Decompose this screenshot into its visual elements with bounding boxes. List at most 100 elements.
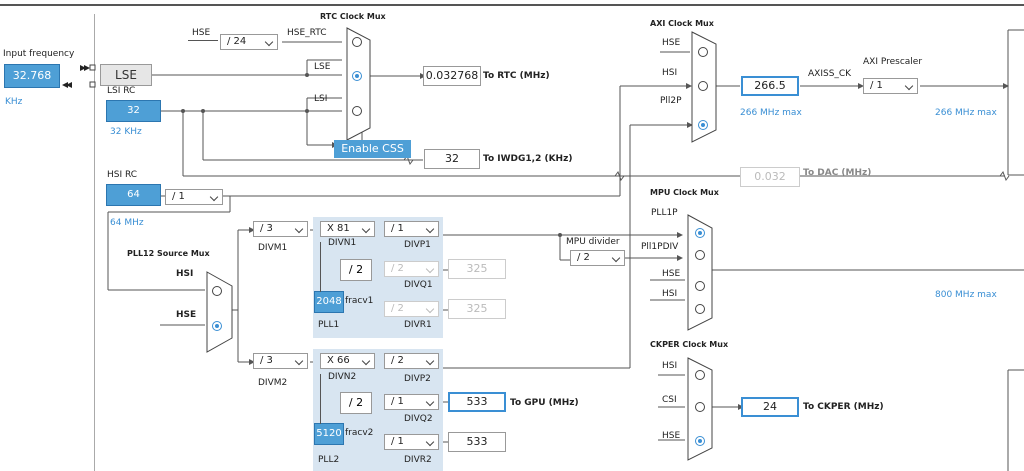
axi-pll2p-label: Pll2P [660,96,682,106]
pll1-q-value[interactable]: 325 [448,259,506,279]
gpu-output-value[interactable]: 533 [448,392,506,412]
mpu-radio-pll1p[interactable] [695,228,705,238]
pll1-divr-label: DIVR1 [404,320,432,330]
ckper-output-value[interactable]: 24 [741,397,799,417]
hsi-value[interactable]: 64 [106,184,161,206]
mpu-radio-hsi[interactable] [695,304,705,314]
pll2-divn-label: DIVN2 [328,372,357,382]
pll2-frac-value[interactable]: 5120 [314,423,344,445]
pll2-divp-select[interactable]: / 2 [384,353,439,369]
pll2-divm-label: DIVM2 [258,378,288,388]
pll1-vline [320,242,321,292]
canvas-border [0,4,1024,471]
pll2-frac-label: fracv2 [345,428,374,438]
pll1-panel [313,217,443,338]
ckper-hsi-label: HSI [662,361,678,371]
axi-radio-pll2p[interactable] [698,120,708,130]
input-frequency-title: Input frequency [3,49,75,59]
dac-value[interactable]: 0.032 [740,167,800,187]
rtc-hse-label: HSE [192,28,211,38]
ckper-csi-label: CSI [662,395,677,405]
pll1-divp-select[interactable]: / 1 [384,221,439,237]
pll1-divn-select[interactable]: X 81 [320,221,375,237]
ckper-radio-hse[interactable] [695,436,705,446]
pll1-divq-label: DIVQ1 [404,280,433,290]
canvas-left-border [94,14,95,471]
pll2-divm-select[interactable]: / 3 [253,353,308,369]
pll2-divn-select[interactable]: X 66 [320,353,375,369]
mpu-max-label: 800 MHz max [935,290,997,300]
ckper-output-label: To CKPER (MHz) [803,402,884,412]
ckper-radio-csi[interactable] [695,402,705,412]
enable-css-button[interactable]: Enable CSS [334,140,411,158]
pll2-divq-label: DIVQ2 [404,414,433,424]
pll1-r-value[interactable]: 325 [448,299,506,319]
mpu-hsi-label: HSI [662,289,678,299]
pll12-hsi-label: HSI [176,269,194,279]
lsi-sub: 32 KHz [110,127,142,137]
pll2-name: PLL2 [318,455,340,465]
pll1-frac-div[interactable]: / 2 [340,259,372,281]
mpu-radio-hse[interactable] [695,281,705,291]
axi-prescaler-select[interactable]: / 1 [863,78,918,94]
gpu-output-label: To GPU (MHz) [510,398,579,408]
pll1-divn-label: DIVN1 [328,238,357,248]
rtc-lse-label: LSE [314,62,331,72]
pll12-radio-hse[interactable] [212,321,222,331]
pll1-frac-value[interactable]: 2048 [314,291,344,313]
pll1-divq-select[interactable]: / 2 [384,261,439,277]
axi-radio-hse[interactable] [698,47,708,57]
pll2-r-value[interactable]: 533 [448,432,506,452]
pll2-frac-div[interactable]: / 2 [340,392,372,414]
input-frequency-unit: KHz [5,97,23,107]
pll2-divq-select[interactable]: / 1 [384,394,439,410]
pll1-divm-label: DIVM1 [258,243,288,253]
axi-hse-label: HSE [662,38,681,48]
mpu-hse-label: HSE [662,269,681,279]
axi-max-label: 266 MHz max [740,108,802,118]
rtc-output-label: To RTC (MHz) [483,71,550,81]
mpu-radio-pll1pdiv[interactable] [695,250,705,260]
rtc-radio-lse[interactable] [352,71,362,81]
pll2-divr-label: DIVR2 [404,455,432,465]
rtc-hse-line [188,40,218,41]
pll12-radio-hsi[interactable] [212,286,222,296]
axi-output-value[interactable]: 266.5 [741,76,799,96]
mpu-pll1p-label: PLL1P [651,208,678,218]
ckper-hse-label: HSE [662,431,681,441]
rtc-radio-lsi[interactable] [352,106,362,116]
axi-mux-title: AXI Clock Mux [650,19,714,28]
pll2-divr-select[interactable]: / 1 [384,434,439,450]
axi-max2-label: 266 MHz max [935,108,997,118]
pll1-frac-label: fracv1 [345,296,374,306]
rtc-lsi-label: LSI [314,94,328,104]
rtc-radio-hse[interactable] [352,37,362,47]
mpu-mux-title: MPU Clock Mux [650,188,719,197]
pll1-divp-label: DIVP1 [404,240,431,250]
input-frequency-value[interactable]: 32.768 [4,64,60,88]
pll2-vline [320,374,321,424]
lse-box[interactable]: LSE [100,64,152,86]
pll1-name: PLL1 [318,320,340,330]
lsi-value[interactable]: 32 [106,100,161,122]
pll12-hse-label: HSE [176,310,197,320]
iwdg-value[interactable]: 32 [424,149,480,169]
rtc-hse-divider-select[interactable]: / 24 [220,34,278,50]
hsi-title: HSI RC [107,170,138,180]
pll1-divm-select[interactable]: / 3 [253,221,308,237]
rtc-output-value[interactable]: 0.032768 [423,66,481,86]
lsi-title: LSI RC [107,86,136,96]
axi-hsi-label: HSI [662,68,678,78]
axi-prescaler-title: AXI Prescaler [863,57,923,67]
pll2-divp-label: DIVP2 [404,374,431,384]
mpu-divider-title: MPU divider [566,237,620,247]
pll1-divr-select[interactable]: / 2 [384,301,439,317]
hsi-divider-select[interactable]: / 1 [165,189,223,205]
mpu-divider-select[interactable]: / 2 [570,250,625,266]
pll2-panel [313,349,443,471]
mpu-pll1pdiv-label: Pll1PDIV [641,242,679,252]
ckper-mux-title: CKPER Clock Mux [650,340,729,349]
ckper-radio-hsi[interactable] [695,370,705,380]
axi-radio-hsi[interactable] [698,81,708,91]
iwdg-label: To IWDG1,2 (KHz) [483,154,573,164]
